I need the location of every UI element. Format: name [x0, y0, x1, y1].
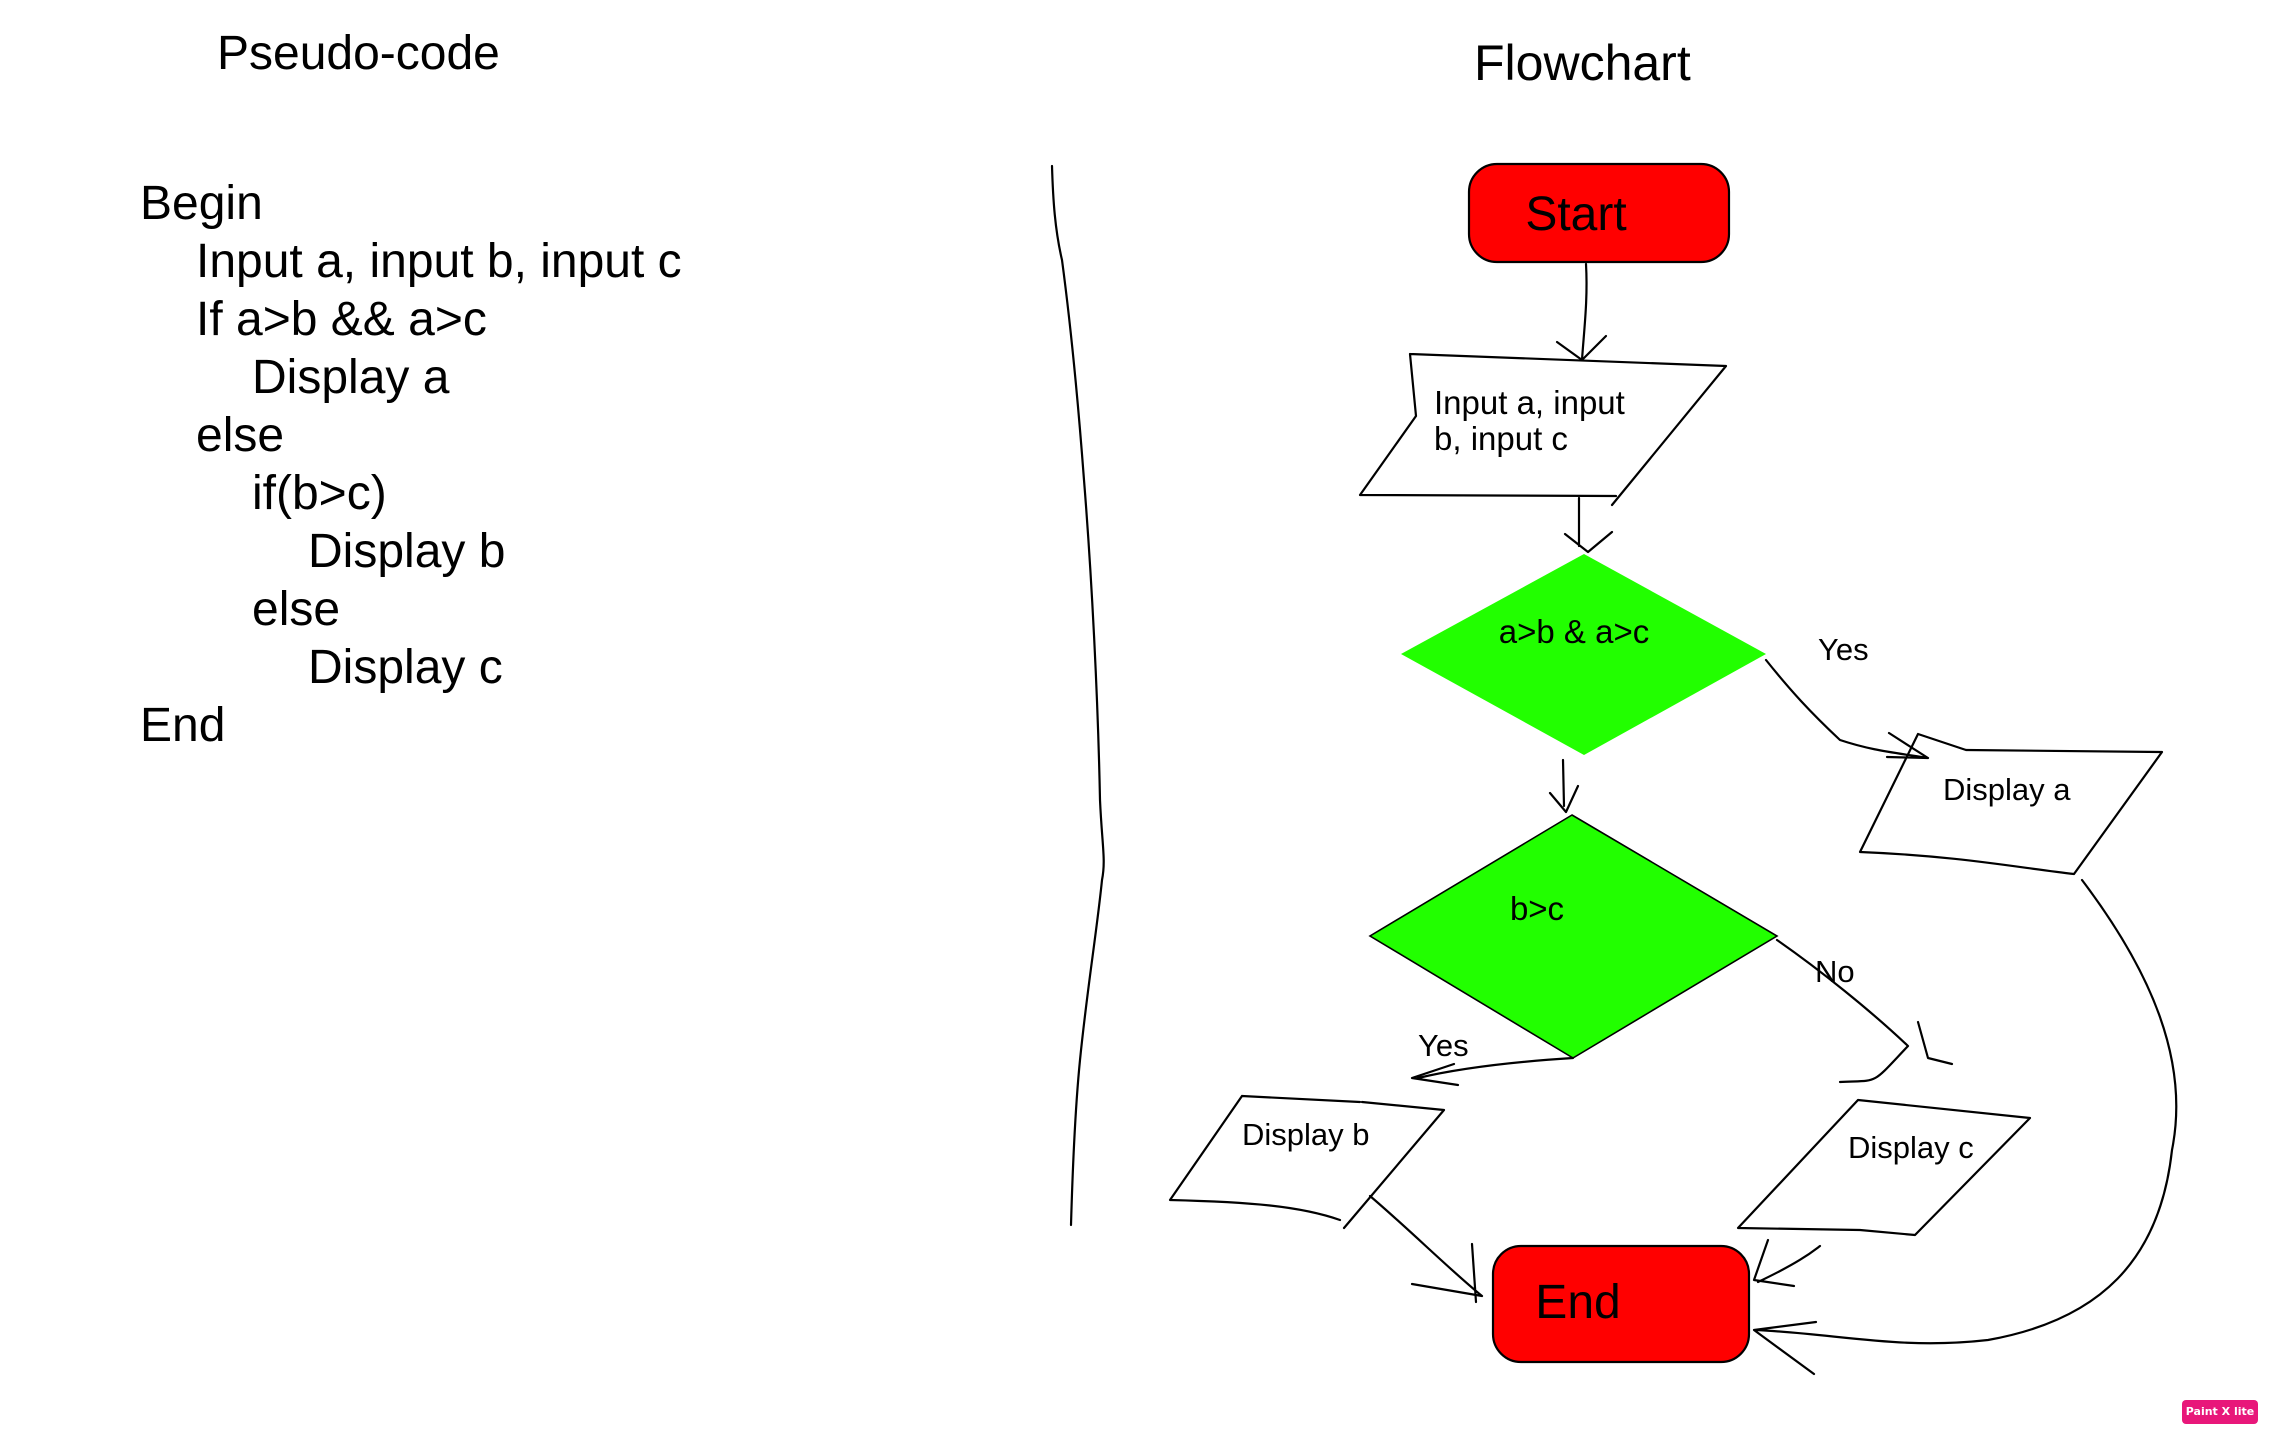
decision2-diamond: b>c — [1368, 814, 1779, 1059]
arrow-input-to-decision1 — [1563, 496, 1614, 554]
decision1-diamond: a>b & a>c — [1401, 554, 1766, 755]
code-line-begin: Begin — [140, 177, 263, 230]
end-label: End — [1535, 1276, 1620, 1329]
input-parallelogram: Input a, input b, input c — [1358, 352, 1728, 507]
code-line-else-2: else — [252, 583, 341, 636]
start-label: Start — [1525, 188, 1626, 241]
code-line-display-b: Display b — [308, 525, 506, 578]
code-line-display-a: Display a — [252, 351, 450, 404]
code-line-if-b-c: if(b>c) — [252, 467, 387, 520]
display-b-label: Display b — [1242, 1117, 1370, 1152]
display-c-parallelogram: Display c — [1736, 1098, 2032, 1237]
arrow-start-to-input — [1555, 262, 1608, 362]
arrow-decision2-to-display-b — [1410, 1056, 1575, 1087]
display-b-parallelogram: Display b — [1168, 1094, 1446, 1230]
end-terminal: End — [1491, 1244, 1751, 1364]
pseudo-code-title: Pseudo-code — [217, 27, 500, 80]
display-c-label: Display c — [1848, 1130, 1974, 1165]
input-label-line1: Input a, input — [1434, 384, 1625, 421]
arrow-display-b-to-end — [1368, 1194, 1484, 1304]
arrow-decision2-to-display-c — [1775, 938, 1954, 1084]
display-a-parallelogram: Display a — [1858, 732, 2164, 876]
code-line-display-c: Display c — [308, 641, 503, 694]
decision2-label: b>c — [1510, 890, 1564, 927]
arrow-decision1-to-decision2 — [1548, 758, 1580, 814]
arrow-display-a-to-end — [1752, 878, 2178, 1376]
code-line-input: Input a, input b, input c — [196, 235, 682, 288]
code-line-else-1: else — [196, 409, 285, 462]
yes-label-decision1: Yes — [1818, 632, 1869, 667]
decision1-label: a>b & a>c — [1499, 613, 1649, 650]
yes-label-decision2: Yes — [1418, 1028, 1469, 1063]
paint-x-lite-watermark: Paint X lite — [2182, 1400, 2258, 1424]
flowchart-title: Flowchart — [1474, 35, 1691, 91]
arrow-decision1-to-display-a — [1764, 658, 1930, 760]
arrow-display-c-to-end — [1752, 1238, 1822, 1288]
code-line-if: If a>b && a>c — [196, 293, 487, 346]
input-label-line2: b, input c — [1434, 420, 1568, 457]
display-a-label: Display a — [1943, 772, 2071, 807]
code-line-end: End — [140, 699, 226, 752]
divider-line — [1050, 164, 1105, 1227]
start-terminal: Start — [1467, 162, 1731, 264]
